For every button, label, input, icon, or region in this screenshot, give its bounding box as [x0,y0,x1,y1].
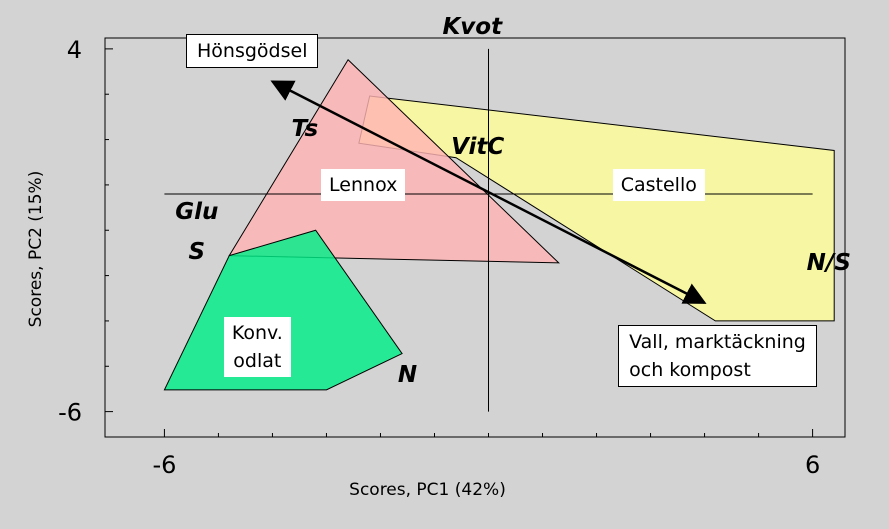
annotation-lennox: Lennox [321,168,406,201]
y-axis-title: Scores, PC2 (15%) [26,170,46,328]
variable-label-ts: Ts [291,115,319,142]
annotation-castello: Castello [612,168,705,201]
variable-label-glu: Glu [175,199,219,226]
variable-label-n: N [397,362,418,389]
annotation-vall-markt-ckning-och-kompost: Vall, marktäckning och kompost [618,324,817,387]
variable-label-s: S [188,239,206,265]
x-tick-label: 6 [805,451,820,479]
annotation-h-nsg-dsel: Hönsgödsel [186,34,319,69]
variable-label-n-s: N/S [806,249,851,276]
x-tick-label: -6 [152,451,176,479]
variable-label-kvot: Kvot [442,14,503,41]
y-tick-label: 4 [67,36,82,64]
variable-label-vitc: VitC [451,133,505,160]
y-tick-label: -6 [58,399,82,427]
annotation-konv-odlat: Konv. odlat [223,317,291,378]
trend-arrow [270,80,707,304]
x-axis-title: Scores, PC1 (42%) [349,480,506,500]
